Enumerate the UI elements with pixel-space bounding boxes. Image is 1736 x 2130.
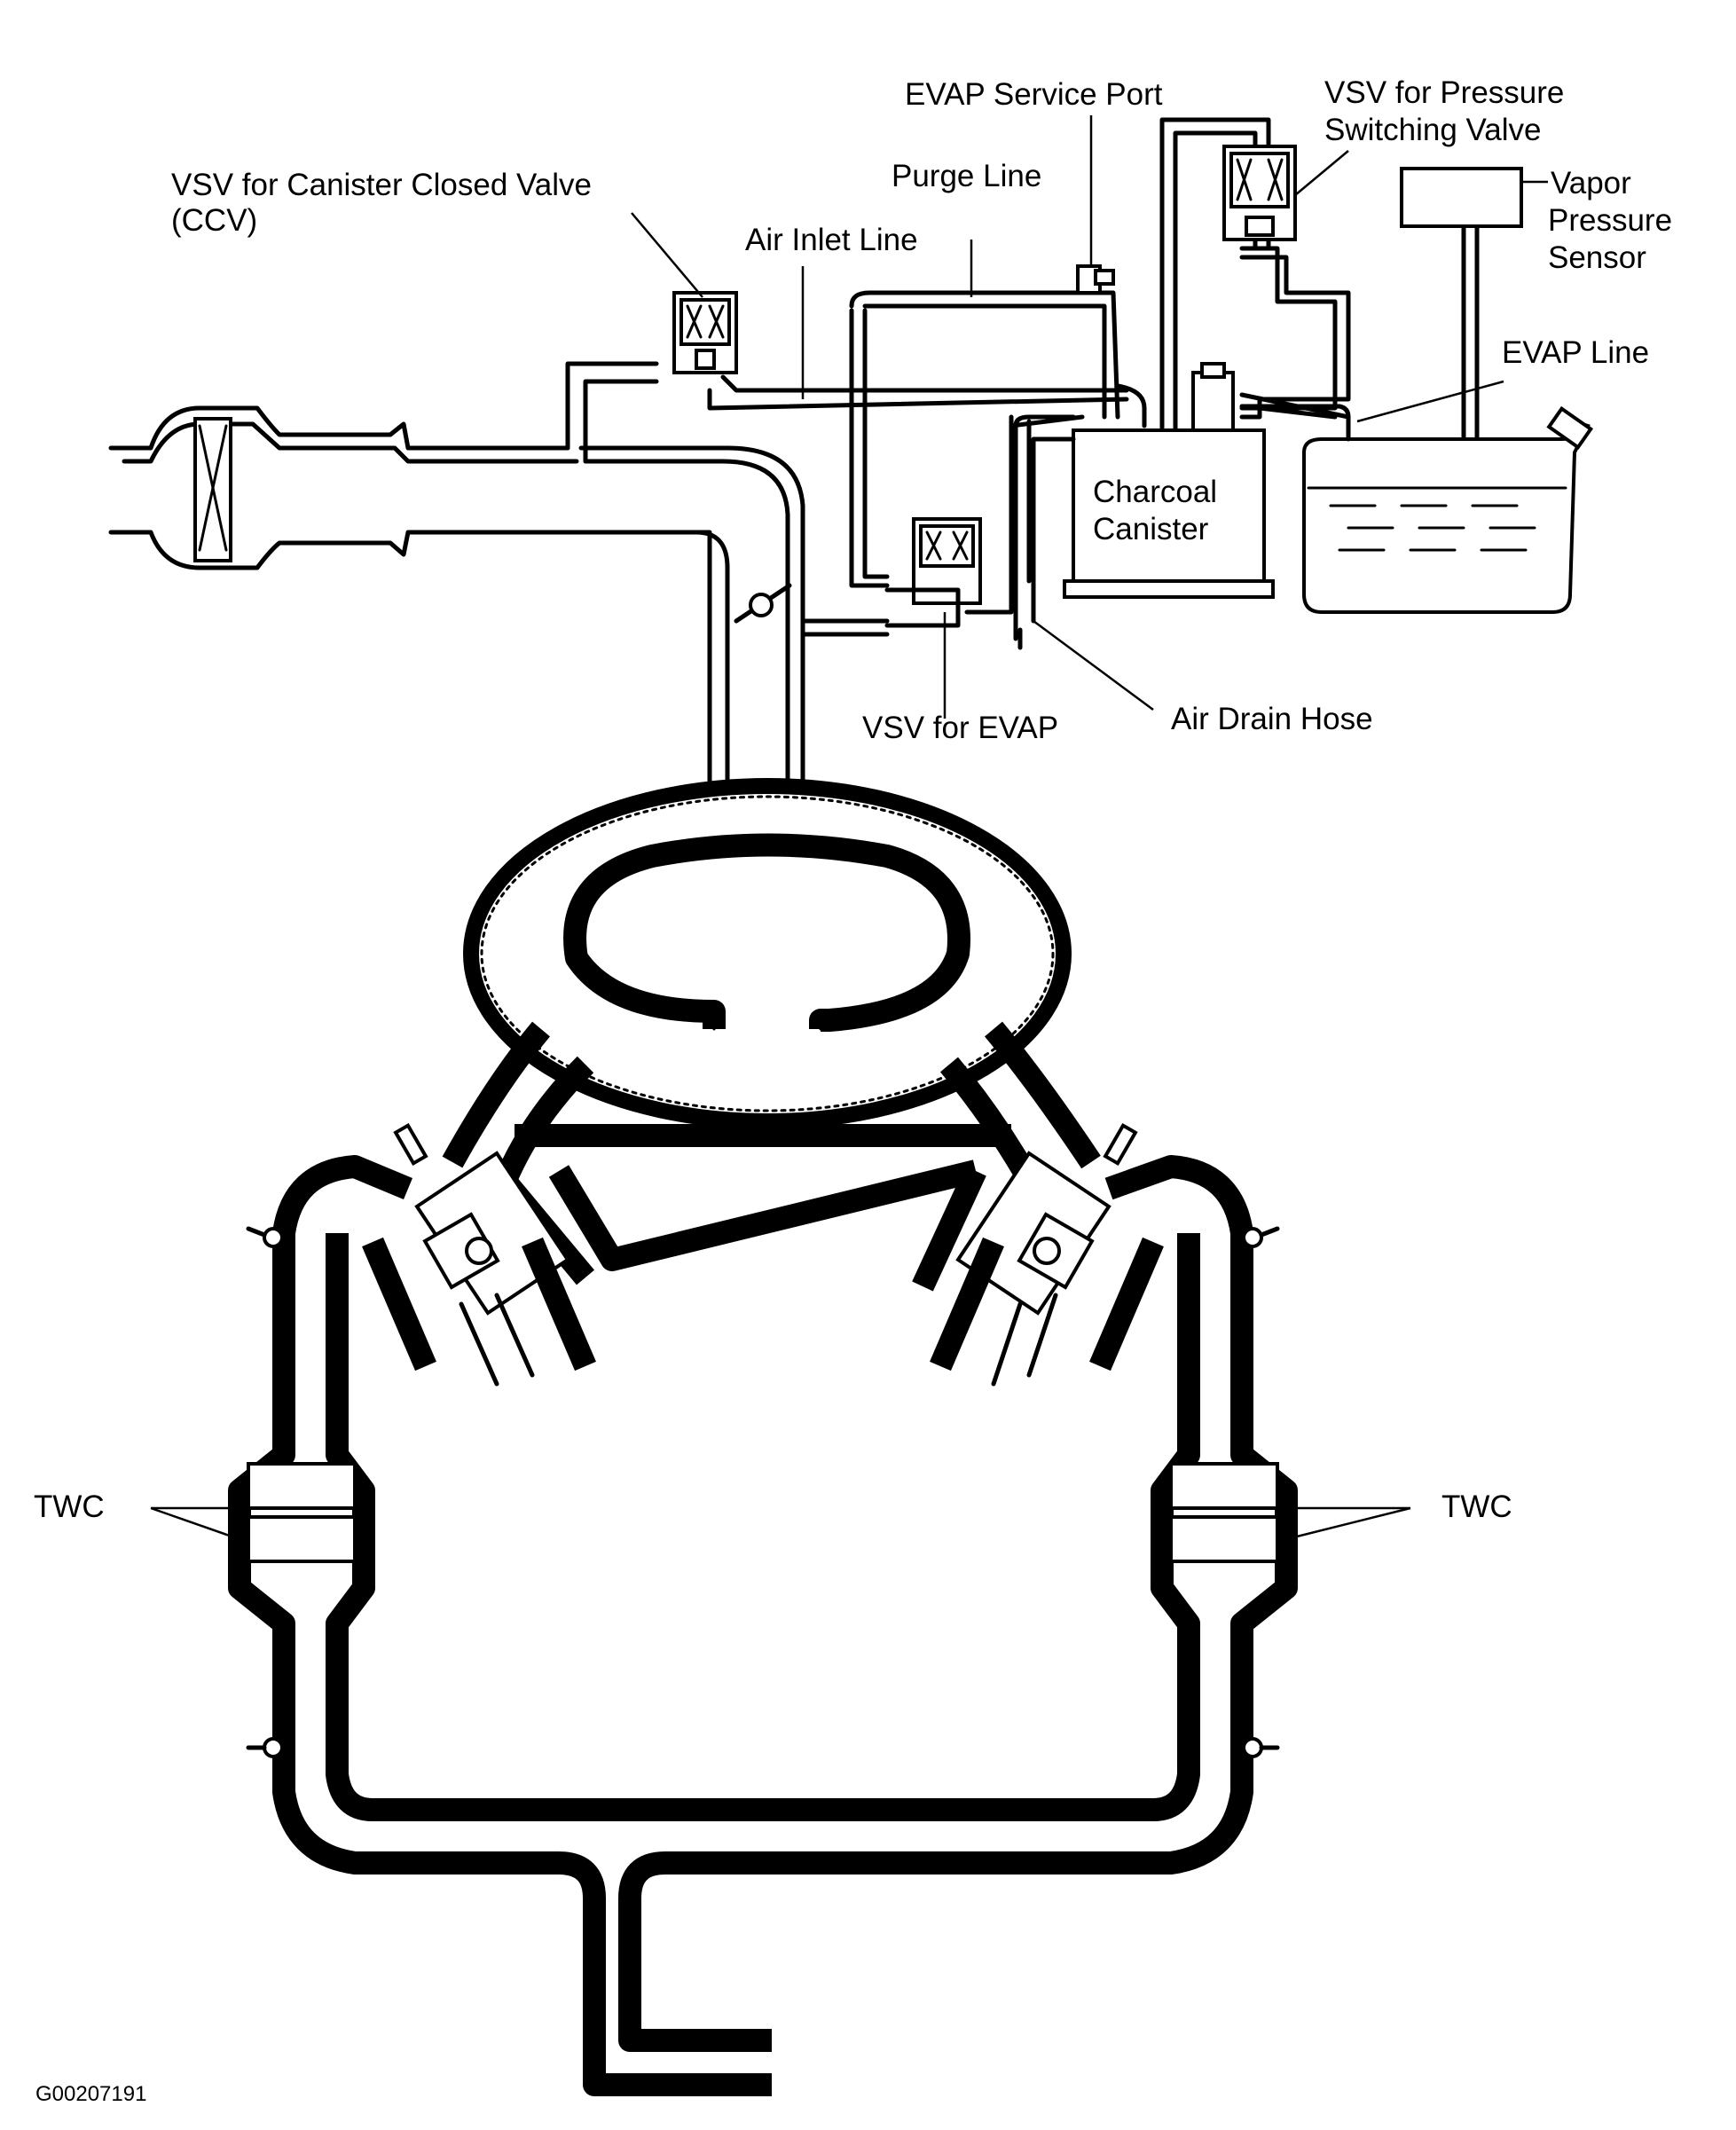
fuel-tank — [1239, 404, 1594, 614]
air-drain-hose — [1013, 414, 1076, 641]
surge-tank — [463, 778, 1072, 1129]
leader-lines — [150, 115, 1504, 1541]
vsv-evap-valve — [884, 517, 982, 628]
label-vsv-pressure-2: Switching Valve — [1324, 113, 1542, 147]
label-purge-line: Purge Line — [892, 159, 1042, 193]
exhaust-system — [228, 1155, 1298, 2096]
label-charcoal-1: Charcoal — [1093, 475, 1218, 509]
label-vsv-ccv-abbr: (CCV) — [171, 203, 258, 238]
charcoal-canister — [1063, 362, 1275, 599]
left-cylinder — [362, 1122, 596, 1387]
twc-left — [247, 1462, 357, 1563]
figure-code: G00207191 — [35, 2082, 147, 2106]
label-evap-line: EVAP Line — [1502, 335, 1650, 370]
evap-lines — [565, 117, 1480, 650]
label-vapor-1: Vapor — [1551, 166, 1631, 200]
label-evap-service-port: EVAP Service Port — [905, 77, 1163, 112]
label-twc-left: TWC — [34, 1489, 105, 1524]
air-cleaner — [108, 405, 712, 783]
label-air-drain-hose: Air Drain Hose — [1171, 702, 1373, 736]
twc-right — [1169, 1462, 1279, 1563]
label-vapor-3: Sensor — [1548, 240, 1646, 275]
intake-pipe — [578, 445, 805, 783]
vapor-pressure-sensor — [1400, 167, 1523, 228]
label-vsv-ccv: VSV for Canister Closed Valve — [171, 168, 593, 202]
right-cylinder — [930, 1122, 1164, 1387]
label-vsv-pressure-1: VSV for Pressure — [1324, 75, 1565, 110]
label-air-inlet-line: Air Inlet Line — [745, 223, 918, 257]
label-twc-right: TWC — [1441, 1489, 1512, 1524]
label-vsv-evap: VSV for EVAP — [862, 711, 1059, 745]
vsv-ccv-valve — [672, 291, 738, 374]
vsv-pressure-switching-valve — [1222, 145, 1297, 241]
label-vapor-2: Pressure — [1548, 203, 1673, 238]
oxygen-sensors — [246, 1226, 1280, 1758]
evap-service-port — [1076, 264, 1115, 295]
label-charcoal-2: Canister — [1093, 512, 1209, 546]
